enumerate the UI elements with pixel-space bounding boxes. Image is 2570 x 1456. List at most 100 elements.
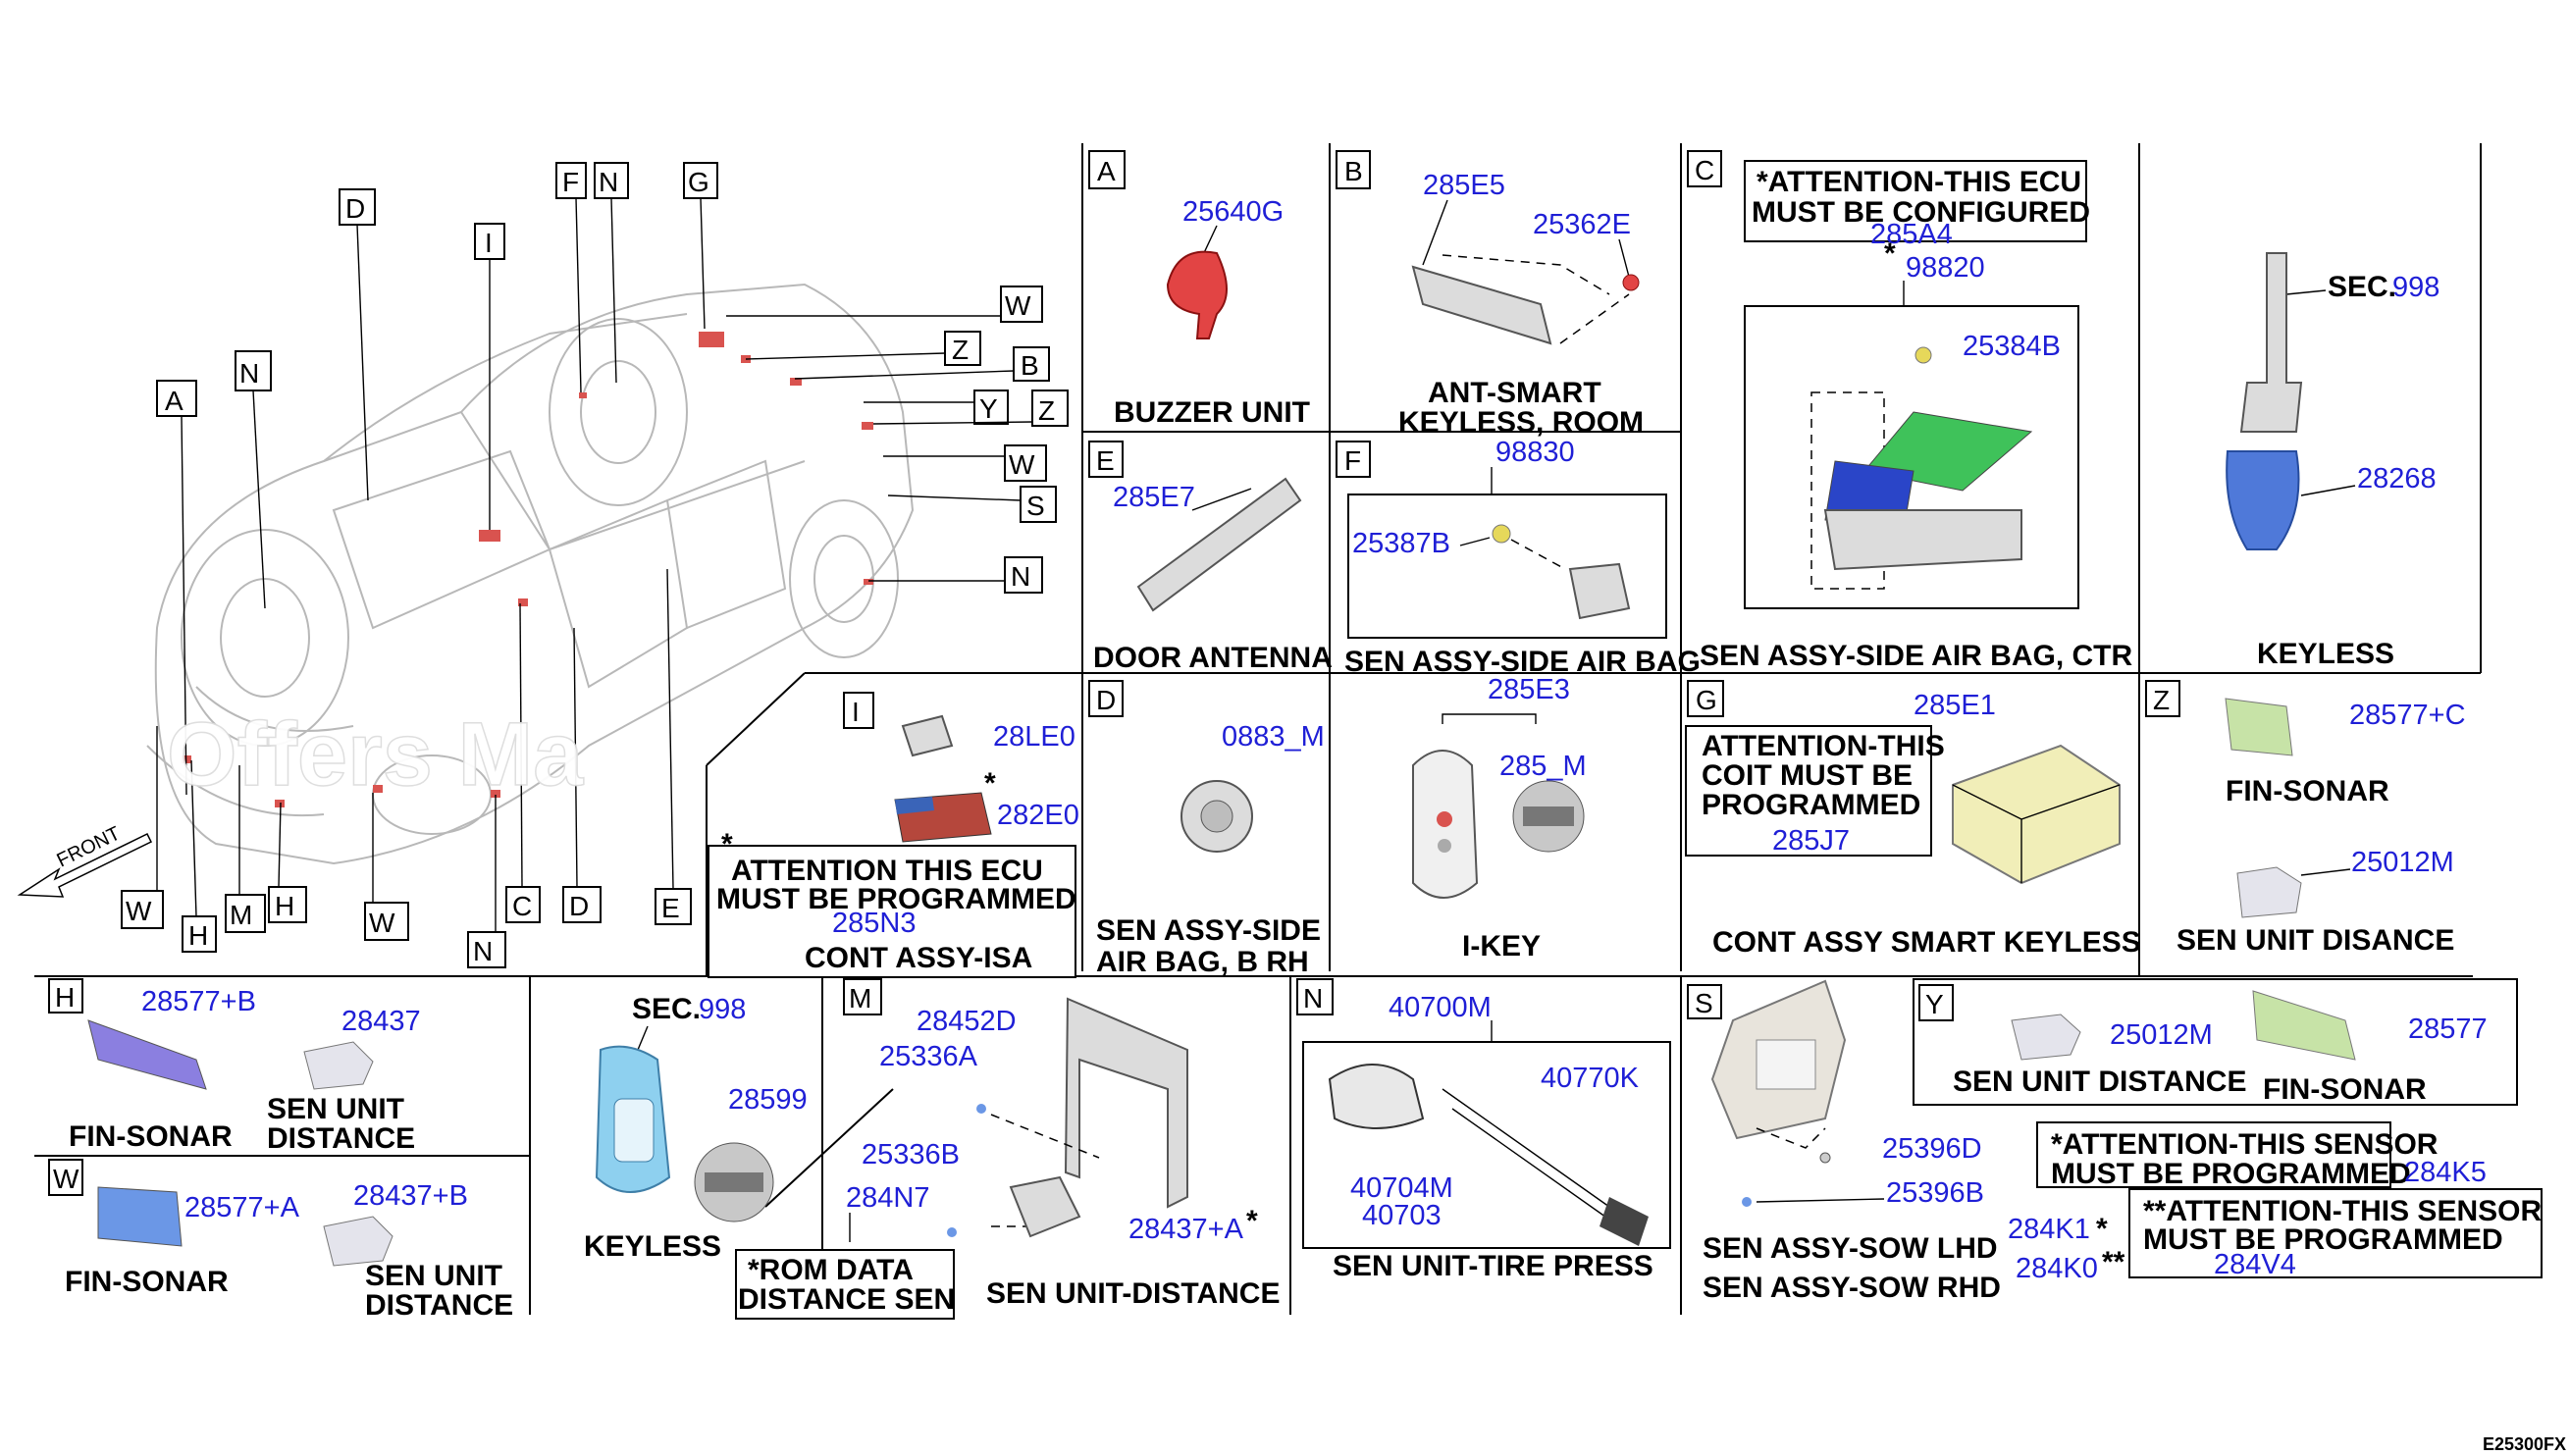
svg-text:MUST BE PROGRAMMED: MUST BE PROGRAMMED [2143, 1223, 2503, 1256]
svg-text:DISTANCE SEN: DISTANCE SEN [738, 1283, 955, 1316]
section-a-buzzer: A 25640G BUZZER UNIT [1088, 150, 1310, 429]
svg-text:D: D [1096, 685, 1116, 715]
section-m-distance: M 28452D 25336A 25336B 284N7 28437+A * *… [735, 978, 1280, 1320]
svg-text:285A4: 285A4 [1870, 219, 1953, 250]
section-y-sonar: Y 25012M 28577 SEN UNIT DISTANCE FIN-SON… [1913, 978, 2518, 1106]
callout-h1: H [182, 759, 217, 953]
svg-text:I-KEY: I-KEY [1462, 930, 1541, 962]
svg-text:40700M: 40700M [1389, 992, 1492, 1023]
svg-text:Y: Y [1925, 989, 1944, 1019]
svg-text:*: * [721, 828, 733, 860]
callout-s: S [887, 486, 1057, 523]
svg-text:SEN UNIT-TIRE PRESS: SEN UNIT-TIRE PRESS [1333, 1250, 1653, 1282]
svg-text:0883_M: 0883_M [1222, 721, 1325, 753]
section-n-tire-press: N 40700M 40770K 40704M 40703 SEN UNIT-TI… [1296, 978, 1671, 1282]
svg-text:*: * [2096, 1213, 2108, 1245]
svg-text:KEYLESS, ROOM: KEYLESS, ROOM [1398, 406, 1644, 439]
svg-text:*ROM DATA: *ROM DATA [748, 1254, 914, 1286]
svg-text:**ATTENTION-THIS SENSOR: **ATTENTION-THIS SENSOR [2143, 1195, 2542, 1227]
svg-text:MUST BE PROGRAMMED: MUST BE PROGRAMMED [716, 883, 1076, 915]
svg-text:284K0: 284K0 [2016, 1253, 2098, 1284]
callout-z1: Z [745, 331, 981, 366]
svg-text:SEN UNIT DISTANCE: SEN UNIT DISTANCE [1953, 1066, 2246, 1098]
svg-text:40770K: 40770K [1541, 1063, 1640, 1094]
svg-text:284V4: 284V4 [2214, 1249, 2296, 1280]
svg-text:B: B [1021, 350, 1039, 381]
section-d-airbag-b-rh: D 0883_M SEN ASSY-SIDE AIR BAG, B RH [1088, 680, 1325, 978]
svg-text:285E5: 285E5 [1423, 170, 1505, 201]
svg-text:E: E [1096, 445, 1115, 476]
svg-text:C: C [1695, 155, 1714, 185]
section-keyless-left: SEC. 998 28599 KEYLESS [584, 993, 808, 1263]
vehicle-callouts: A D I F N G N W Z B Y Z W S N W H M H W … [17, 162, 1069, 968]
svg-text:SEN UNIT: SEN UNIT [365, 1260, 502, 1292]
svg-text:25396B: 25396B [1886, 1177, 1984, 1209]
svg-text:285_M: 285_M [1499, 751, 1587, 782]
svg-text:SEN ASSY-SOW LHD: SEN ASSY-SOW LHD [1703, 1232, 1998, 1265]
svg-text:SEN ASSY-SIDE AIR BAG, CTR: SEN ASSY-SIDE AIR BAG, CTR [1700, 640, 2133, 672]
svg-text:25396D: 25396D [1882, 1133, 1982, 1165]
callout-n-top: N [594, 162, 629, 384]
svg-text:998: 998 [699, 994, 746, 1025]
svg-text:C: C [512, 891, 532, 921]
svg-text:H: H [275, 891, 294, 921]
svg-text:CONT ASSY SMART KEYLESS: CONT ASSY SMART KEYLESS [1712, 926, 2141, 959]
svg-text:SEC.: SEC. [632, 993, 701, 1025]
svg-text:25362E: 25362E [1533, 209, 1631, 240]
svg-text:284K5: 284K5 [2404, 1157, 2487, 1188]
vehicle-overview [146, 283, 915, 865]
svg-text:40704M: 40704M [1350, 1172, 1453, 1204]
svg-text:SEN ASSY-SIDE AIR BAG: SEN ASSY-SIDE AIR BAG [1344, 646, 1701, 678]
svg-text:G: G [1696, 685, 1717, 715]
callout-w2: W [883, 444, 1047, 482]
svg-text:ATTENTION-THIS: ATTENTION-THIS [1702, 730, 1945, 762]
svg-text:25384B: 25384B [1963, 331, 2061, 362]
svg-text:PROGRAMMED: PROGRAMMED [1702, 789, 1920, 821]
callout-h2: H [268, 802, 307, 923]
callout-z2: Z [872, 390, 1069, 427]
section-keyless-right: SEC. 998 28268 KEYLESS [2226, 252, 2439, 670]
svg-text:BUZZER UNIT: BUZZER UNIT [1114, 396, 1310, 429]
svg-text:DISTANCE: DISTANCE [267, 1122, 415, 1155]
svg-text:FIN-SONAR: FIN-SONAR [2263, 1073, 2427, 1106]
section-h-sonar: H 28577+B 28437 FIN-SONAR SEN UNIT DISTA… [48, 978, 421, 1155]
callout-w3: W [121, 726, 164, 929]
svg-text:A: A [165, 386, 184, 416]
front-arrow: FRONT [17, 823, 153, 898]
svg-text:Y: Y [979, 393, 998, 424]
svg-text:98820: 98820 [1906, 252, 1985, 284]
svg-text:285N3: 285N3 [832, 908, 916, 939]
svg-text:DOOR ANTENNA: DOOR ANTENNA [1093, 642, 1333, 674]
svg-text:F: F [1344, 445, 1361, 476]
svg-text:28437+A: 28437+A [1128, 1214, 1244, 1245]
svg-text:F: F [562, 167, 579, 197]
callout-w4: W [364, 793, 409, 941]
callout-c: C [505, 602, 541, 923]
section-i-isa: I 28LE0 * 282E0 * ATTENTION THIS ECU MUS… [708, 692, 1079, 978]
section-w-sonar: W 28577+A 28437+B FIN-SONAR SEN UNIT DIS… [48, 1159, 513, 1322]
panel-grid [34, 143, 2482, 1315]
svg-text:SEN UNIT DISANCE: SEN UNIT DISANCE [2177, 924, 2454, 957]
svg-text:40703: 40703 [1362, 1200, 1442, 1231]
section-z-sonar: Z 28577+C FIN-SONAR 25012M SEN UNIT DISA… [2145, 680, 2466, 957]
svg-text:282E0: 282E0 [997, 800, 1079, 831]
svg-text:28437+B: 28437+B [353, 1180, 468, 1212]
callout-f: F [555, 162, 587, 393]
svg-text:SEN ASSY-SOW RHD: SEN ASSY-SOW RHD [1703, 1272, 2001, 1304]
svg-text:N: N [1011, 561, 1030, 592]
svg-text:S: S [1026, 491, 1045, 521]
svg-text:COIT MUST BE: COIT MUST BE [1702, 759, 1913, 792]
svg-text:W: W [1009, 449, 1035, 480]
svg-text:Z: Z [952, 335, 969, 365]
svg-text:284N7: 284N7 [846, 1182, 929, 1214]
svg-text:98830: 98830 [1495, 437, 1575, 468]
callout-n-right: N [868, 556, 1043, 594]
callout-n-bottom: N [467, 795, 506, 968]
svg-text:285E1: 285E1 [1914, 690, 1996, 721]
svg-text:ANT-SMART: ANT-SMART [1428, 377, 1601, 409]
svg-text:25336B: 25336B [862, 1139, 960, 1170]
svg-text:**: ** [2102, 1246, 2125, 1278]
section-f-side-airbag: F 98830 25387B SEN ASSY-SIDE AIR BAG [1336, 437, 1701, 678]
svg-text:I: I [852, 697, 860, 727]
svg-text:W: W [126, 896, 152, 926]
